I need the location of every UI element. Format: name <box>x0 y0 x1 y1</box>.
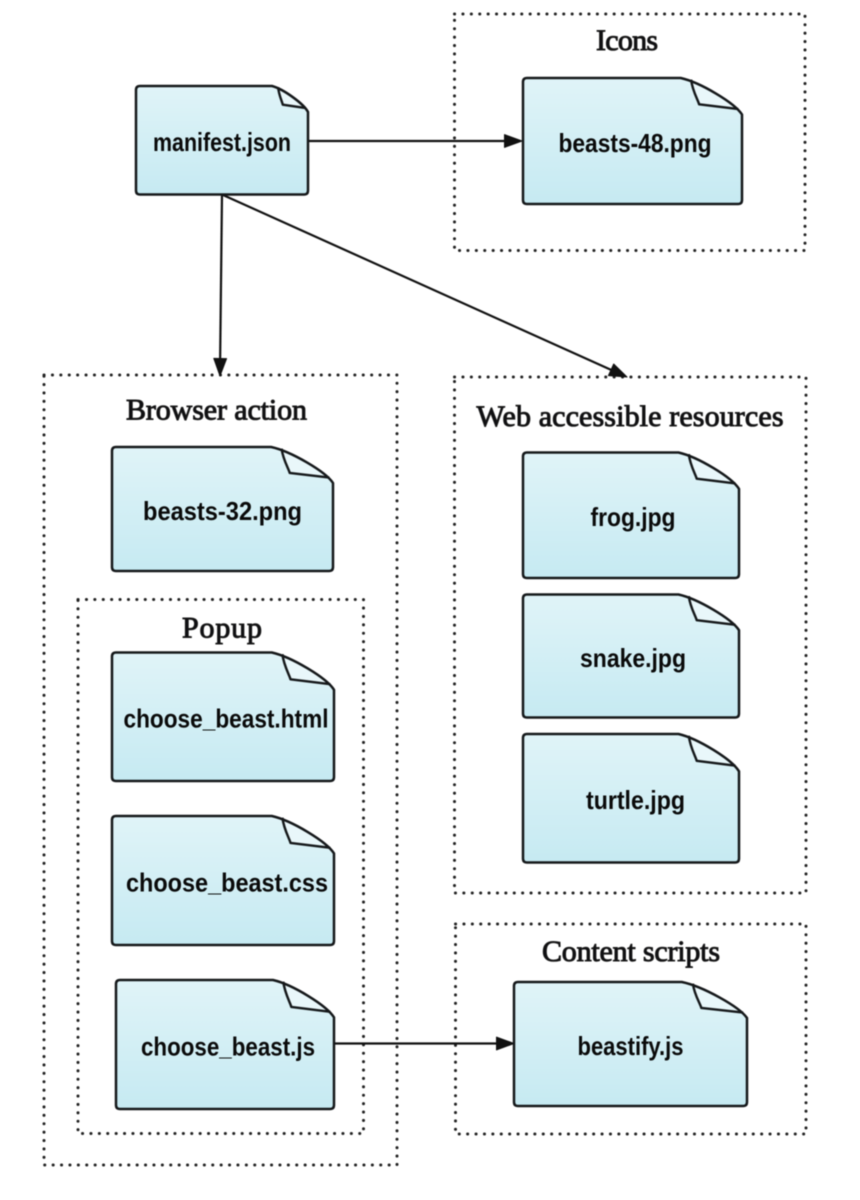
svg-text:manifest.json: manifest.json <box>153 127 291 157</box>
svg-text:beastify.js: beastify.js <box>578 1031 684 1061</box>
svg-text:Icons: Icons <box>596 24 658 57</box>
svg-text:Browser action: Browser action <box>126 394 307 427</box>
svg-text:choose_beast.js: choose_beast.js <box>141 1031 315 1061</box>
svg-text:Content scripts: Content scripts <box>542 935 720 968</box>
svg-text:choose_beast.html: choose_beast.html <box>124 704 329 734</box>
svg-text:snake.jpg: snake.jpg <box>580 643 686 673</box>
svg-text:frog.jpg: frog.jpg <box>591 502 676 532</box>
svg-text:turtle.jpg: turtle.jpg <box>586 785 685 815</box>
svg-text:Popup: Popup <box>182 612 262 645</box>
svg-text:beasts-32.png: beasts-32.png <box>143 496 302 526</box>
svg-text:beasts-48.png: beasts-48.png <box>559 128 712 158</box>
svg-text:Web accessible resources: Web accessible resources <box>477 400 784 433</box>
svg-text:choose_beast.css: choose_beast.css <box>126 867 328 897</box>
